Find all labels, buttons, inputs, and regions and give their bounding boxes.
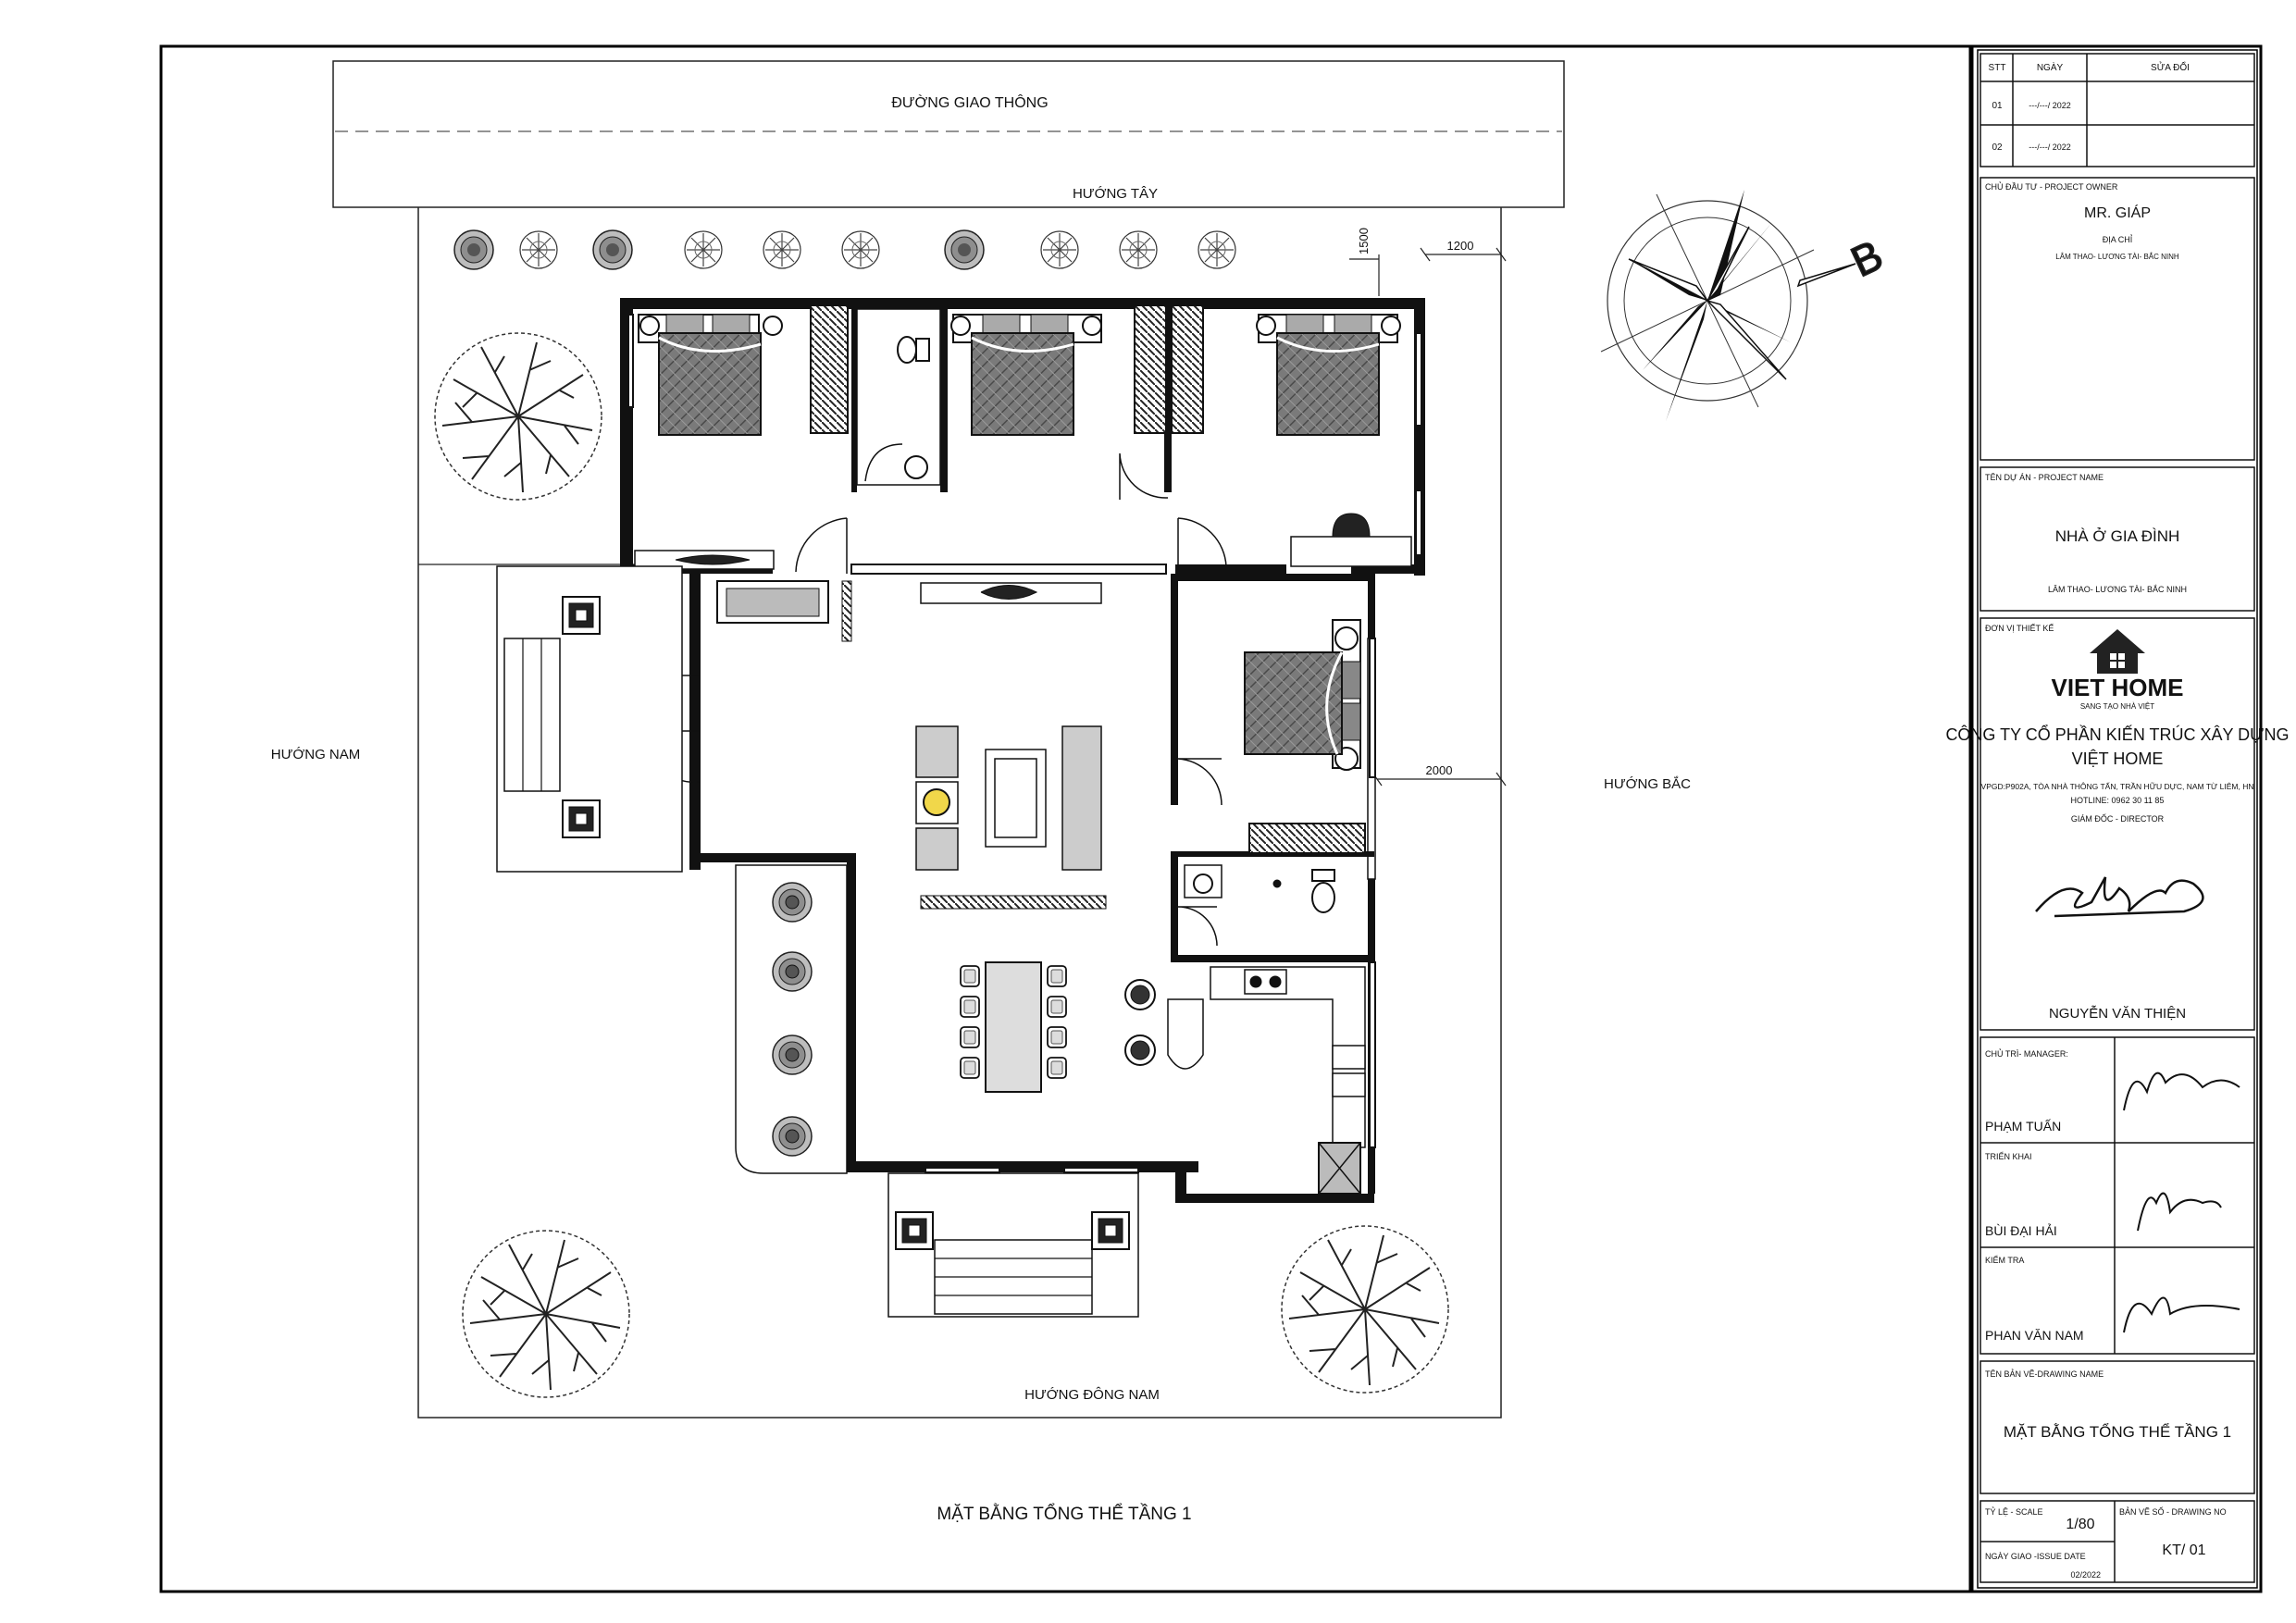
main-drawing-title: MẶT BẰNG TỔNG THỂ TẦNG 1 bbox=[937, 1504, 1191, 1524]
dim-1200: 1200 bbox=[1447, 239, 1474, 253]
owner-address: LÂM THAO- LƯƠNG TÀI- BẮC NINH bbox=[2055, 253, 2179, 261]
dim-1500: 1500 bbox=[1357, 228, 1371, 254]
staff-2-role: TRIỂN KHAI bbox=[1985, 1151, 2032, 1161]
planter bbox=[735, 864, 848, 1174]
windows bbox=[627, 314, 1422, 1173]
west-label: HƯỚNG TÂY bbox=[1073, 186, 1158, 202]
issue-date-value: 02/2022 bbox=[2070, 1570, 2101, 1580]
scale-value: 1/80 bbox=[2066, 1517, 2094, 1532]
road bbox=[332, 60, 1565, 208]
owner-name: MR. GIÁP bbox=[2084, 204, 2151, 221]
road-label: ĐƯỜNG GIAO THÔNG bbox=[891, 93, 1048, 111]
dining-area bbox=[960, 961, 1204, 1093]
rev-header-note: SỬA ĐỔI bbox=[2151, 61, 2190, 73]
rev-header-stt: STT bbox=[1989, 63, 2006, 73]
living-room bbox=[716, 580, 1107, 910]
rev-row-2-stt: 02 bbox=[1992, 142, 2003, 153]
project-name: NHÀ Ở GIA ĐÌNH bbox=[2055, 527, 2180, 545]
staff-3-role: KIỂM TRA bbox=[1985, 1255, 2024, 1265]
drawing-name-label: TÊN BẢN VẼ-DRAWING NAME bbox=[1985, 1369, 2104, 1379]
front-porch bbox=[496, 565, 683, 873]
master-bedroom bbox=[1244, 619, 1366, 854]
drawing-name-value: MẶT BẰNG TỔNG THỂ TẦNG 1 bbox=[2004, 1423, 2231, 1441]
staff-2-signature bbox=[2137, 1192, 2222, 1232]
company-office: VPGD:P902A, TÒA NHÀ THÔNG TẤN, TRẦN HỮU … bbox=[1981, 782, 2254, 791]
staff-3-signature bbox=[2123, 1296, 2240, 1333]
tree-southeast bbox=[1281, 1225, 1449, 1394]
title-block bbox=[1980, 53, 2255, 1583]
company-hotline: HOTLINE: 0962 30 11 85 bbox=[2071, 796, 2165, 805]
bedroom-3 bbox=[1256, 314, 1412, 567]
rev-row-1-date: ---/---/ 2022 bbox=[2029, 101, 2071, 110]
kitchen bbox=[1210, 966, 1366, 1195]
south-label: HƯỚNG NAM bbox=[271, 747, 361, 762]
compass-letter: B bbox=[1843, 230, 1890, 286]
dim-2000: 2000 bbox=[1426, 763, 1453, 777]
bedroom-2 bbox=[950, 304, 1204, 436]
designer-label: ĐƠN VỊ THIẾT KẾ bbox=[1985, 624, 2054, 633]
shrub-row bbox=[453, 229, 1236, 270]
project-location: LÂM THAO- LƯƠNG TÀI- BẮC NINH bbox=[2048, 585, 2187, 594]
logo-text: VIET HOME bbox=[2051, 674, 2183, 701]
house-plan bbox=[496, 298, 1425, 1318]
company-line-2: VIỆT HOME bbox=[2072, 750, 2164, 768]
staff-3-name: PHAN VĂN NAM bbox=[1985, 1328, 2084, 1343]
staff-1-role: CHỦ TRÌ- MANAGER: bbox=[1985, 1048, 2068, 1059]
company-line-1: CÔNG TY CỔ PHẦN KIẾN TRÚC XÂY DỰNG bbox=[1945, 725, 2289, 744]
tree-northwest bbox=[434, 332, 602, 501]
compass-rose bbox=[1600, 190, 1856, 421]
staff-1-name: PHẠM TUẤN bbox=[1985, 1119, 2061, 1134]
owner-address-label: ĐỊA CHỈ bbox=[2103, 234, 2133, 244]
director-label: GIÁM ĐỐC - DIRECTOR bbox=[2071, 813, 2165, 824]
rev-row-1-stt: 01 bbox=[1992, 101, 2003, 111]
master-wc bbox=[1184, 864, 1335, 913]
logo-slogan: SANG TẠO NHÀ VIỆT bbox=[2080, 702, 2154, 711]
north-label: HƯỚNG BẮC bbox=[1604, 775, 1691, 792]
tree-southwest bbox=[462, 1230, 630, 1398]
rev-header-date: NGÀY bbox=[2037, 61, 2064, 73]
drawing-no-label: BẢN VẼ SỐ - DRAWING NO bbox=[2119, 1506, 2227, 1517]
bedroom-1 bbox=[638, 304, 849, 436]
rear-porch bbox=[887, 1172, 1139, 1318]
director-signature bbox=[2035, 876, 2204, 918]
viet-home-logo-icon bbox=[2090, 629, 2145, 674]
southeast-label: HƯỚNG ĐÔNG NAM bbox=[1024, 1387, 1160, 1403]
issue-date-label: NGÀY GIAO -ISSUE DATE bbox=[1985, 1552, 2086, 1561]
owner-label: CHỦ ĐẦU TƯ - PROJECT OWNER bbox=[1985, 181, 2118, 192]
project-label: TÊN DỰ ÁN - PROJECT NAME bbox=[1985, 473, 2104, 482]
scale-label: TỶ LỆ - SCALE bbox=[1985, 1506, 2043, 1517]
rev-row-2-date: ---/---/ 2022 bbox=[2029, 142, 2071, 152]
director-name: NGUYỄN VĂN THIỆN bbox=[2049, 1006, 2186, 1022]
staff-2-name: BÙI ĐẠI HẢI bbox=[1985, 1223, 2057, 1238]
shared-wc bbox=[856, 308, 941, 486]
drawing-no-value: KT/ 01 bbox=[2162, 1542, 2205, 1558]
staff-1-signature bbox=[2123, 1072, 2240, 1111]
